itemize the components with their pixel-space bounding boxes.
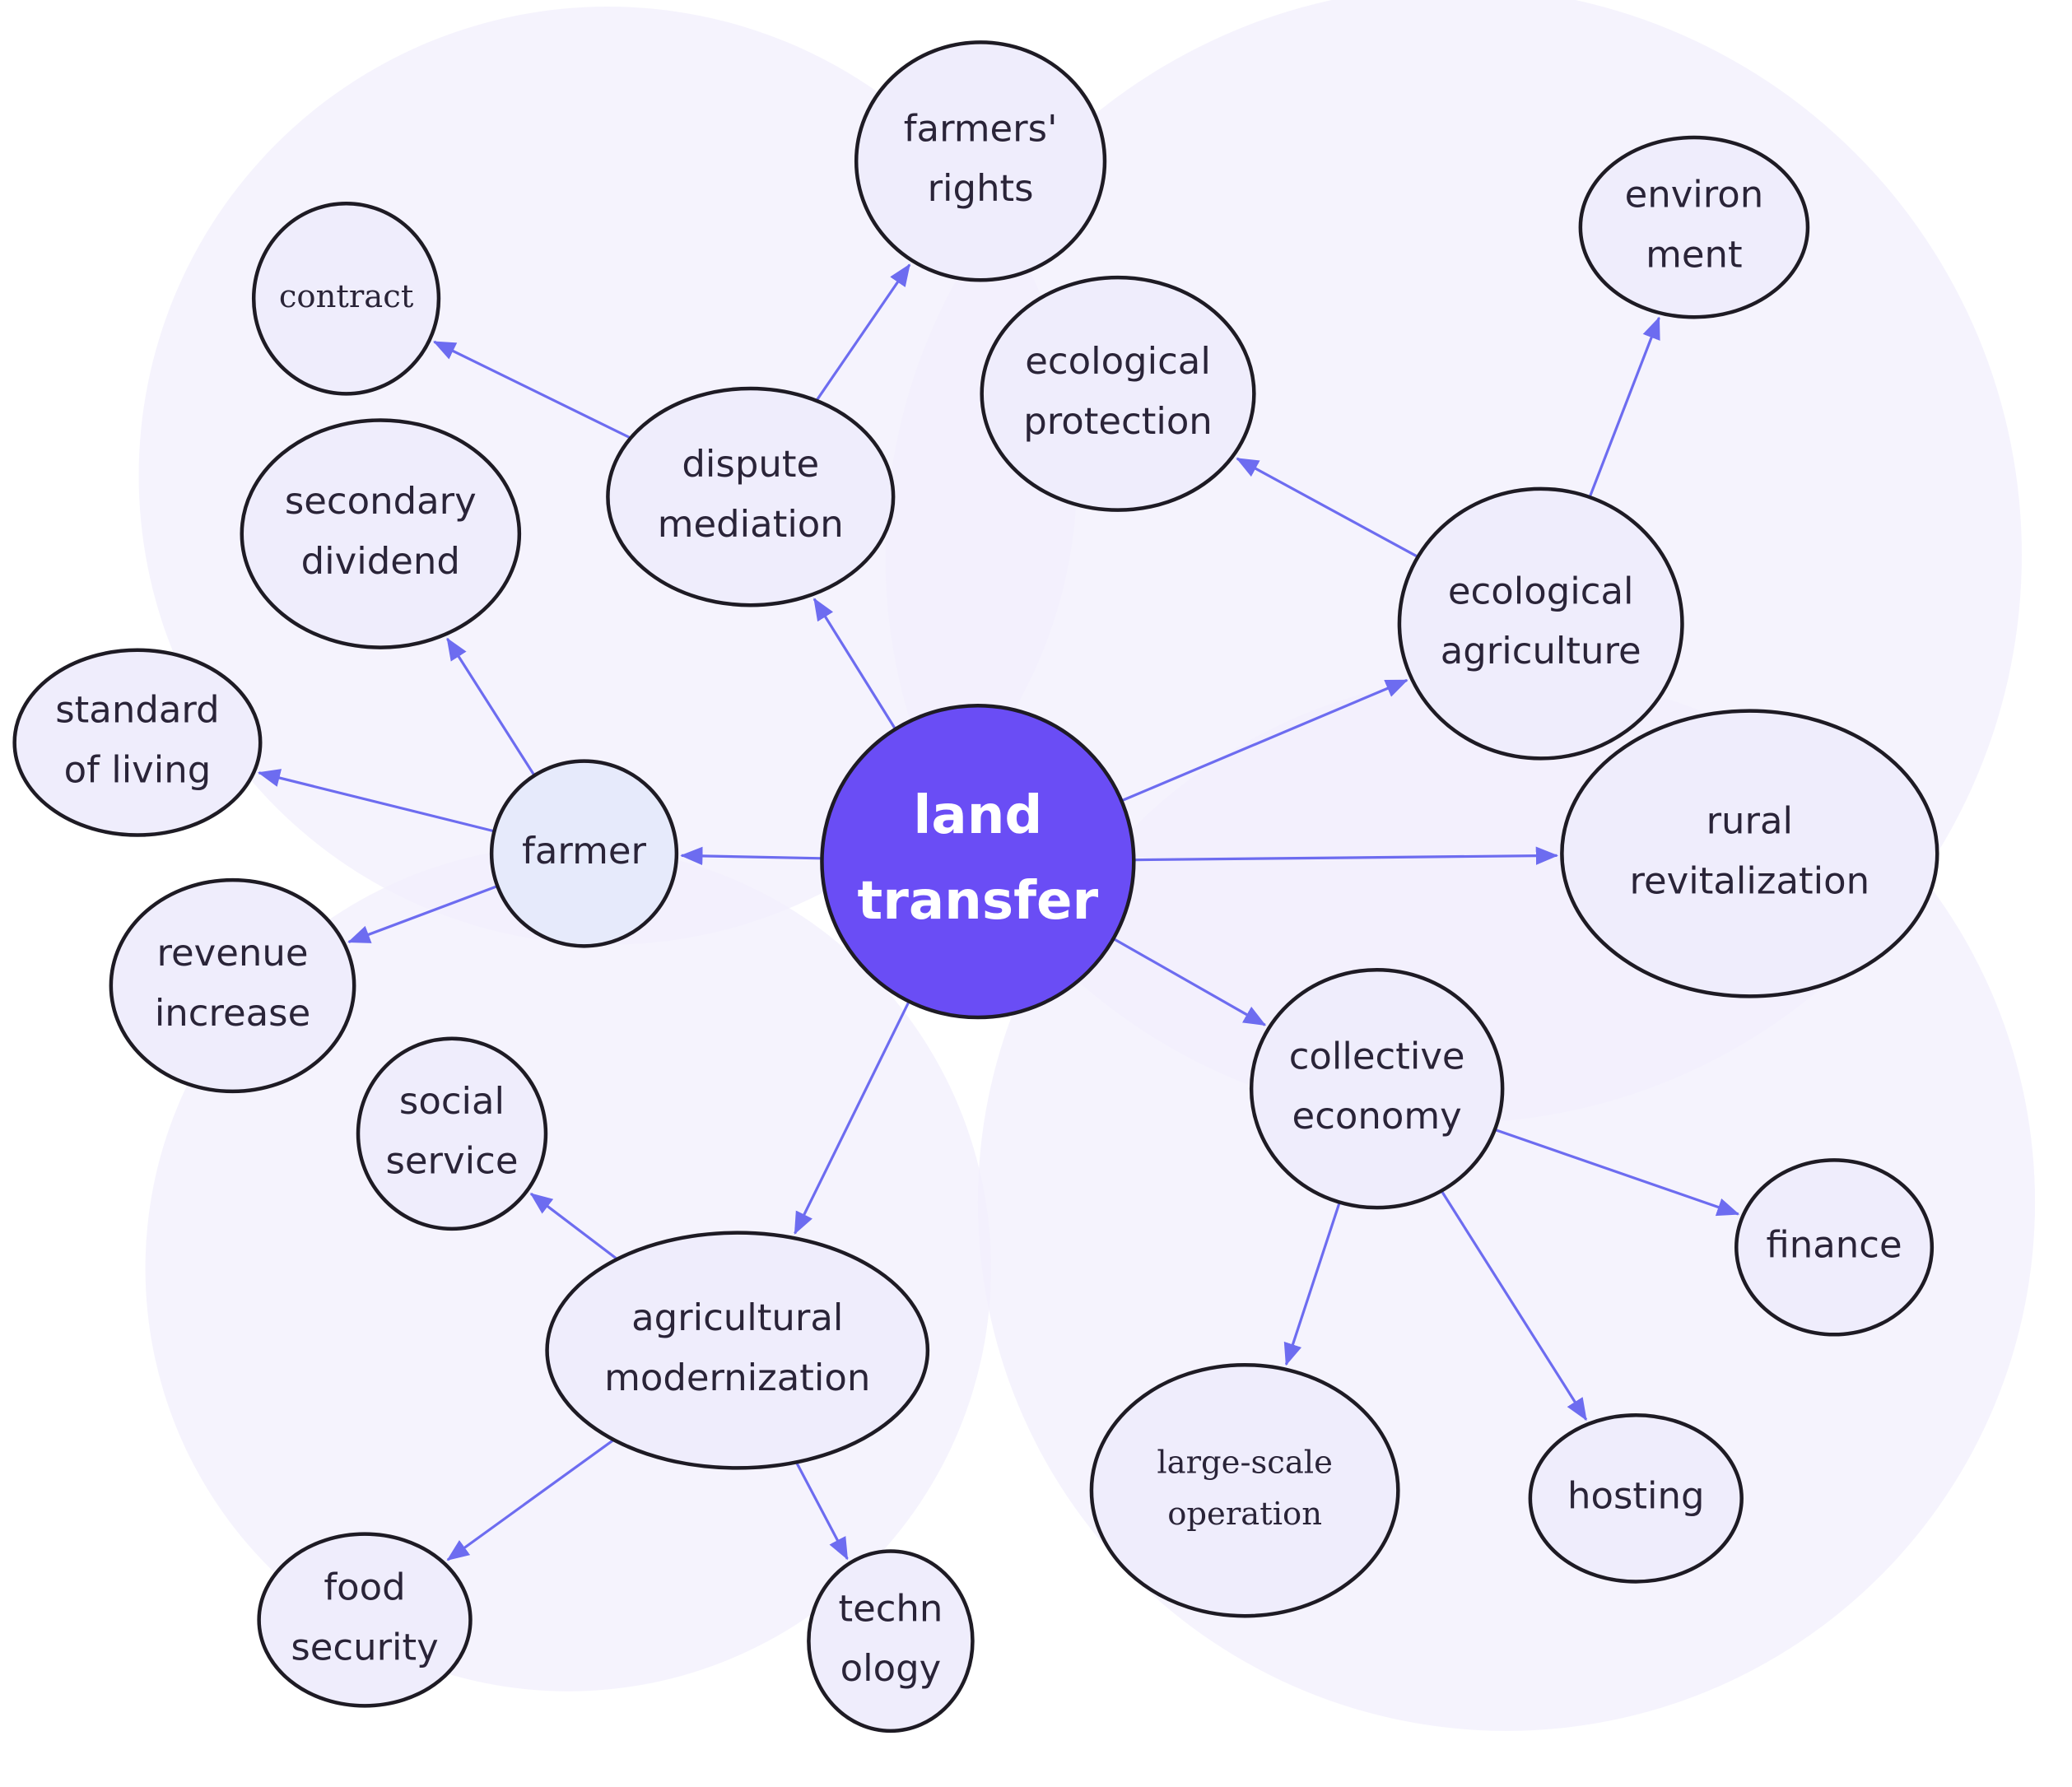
node-ellipse <box>545 1231 930 1470</box>
node-label: security <box>291 1625 438 1668</box>
node-rural-revitalization: rural revitalization <box>1560 709 1939 998</box>
node-label: increase <box>155 991 310 1035</box>
node-ellipse <box>820 703 1136 1020</box>
node-food-security: food security <box>257 1532 473 1708</box>
arrow-collective-economy-to-hosting <box>1440 1189 1588 1422</box>
node-label: secondary <box>285 479 477 523</box>
node-farmer: farmer <box>489 759 679 948</box>
arrow-land-transfer-to-agricultural-modernization <box>794 1000 910 1235</box>
node-hosting: hosting <box>1528 1412 1744 1584</box>
node-agricultural-modernization: agricultural modernization <box>545 1231 930 1470</box>
node-label: collective <box>1289 1034 1465 1077</box>
node-label: ology <box>840 1646 942 1690</box>
node-secondary-dividend: secondary dividend <box>240 418 522 649</box>
node-label: modernization <box>604 1356 870 1399</box>
arrow-land-transfer-to-farmer <box>680 846 822 866</box>
node-ellipse <box>1528 1412 1744 1584</box>
arrow-farmer-to-secondary-dividend <box>446 637 536 777</box>
node-label: social <box>399 1079 505 1123</box>
node-label: ecological <box>1025 339 1211 383</box>
node-label: revitalization <box>1630 859 1870 902</box>
arrow-land-transfer-to-dispute-mediation <box>813 598 897 730</box>
node-label: service <box>386 1139 519 1183</box>
node-ellipse <box>1578 135 1810 319</box>
node-label: agriculture <box>1441 629 1641 672</box>
node-ellipse <box>1249 967 1505 1210</box>
node-label: food <box>324 1566 405 1609</box>
arrow-collective-economy-to-large-scale-operation <box>1283 1202 1341 1366</box>
node-ellipse <box>807 1549 975 1733</box>
node-label: rights <box>928 166 1034 210</box>
node-land-transfer: land transfer <box>820 703 1136 1020</box>
node-ellipse <box>1560 709 1939 998</box>
arrow-agricultural-modernization-to-social-service <box>529 1192 618 1261</box>
arrow-agricultural-modernization-to-technology <box>794 1461 849 1561</box>
node-label: environ <box>1625 173 1764 216</box>
node-label: economy <box>1292 1094 1462 1138</box>
arrow-dispute-mediation-to-farmers-rights <box>815 263 911 402</box>
node-environment: environ ment <box>1578 135 1810 319</box>
node-label: ment <box>1646 233 1743 277</box>
node-ellipse <box>251 201 441 396</box>
node-farmers-rights: farmers' rights <box>854 40 1107 282</box>
arrow-dispute-mediation-to-contract <box>432 340 631 440</box>
concept-nodes: land transfer farmer dispute mediation ecolog… <box>12 40 1939 1733</box>
background-halo <box>145 845 991 1692</box>
node-label: protection <box>1023 399 1213 443</box>
node-label: of living <box>64 748 212 792</box>
node-ellipse <box>257 1532 473 1708</box>
node-ellipse <box>109 877 356 1094</box>
node-label: agricultural <box>631 1296 843 1339</box>
node-dispute-mediation: dispute mediation <box>606 386 896 607</box>
node-label: standard <box>55 688 219 732</box>
arrow-ecological-agriculture-to-environment <box>1588 316 1660 498</box>
arrow-land-transfer-to-rural-revitalization <box>1134 846 1559 865</box>
node-label: operation <box>1167 1496 1322 1533</box>
node-ellipse <box>489 759 679 948</box>
node-label: transfer <box>858 870 1099 932</box>
node-label: dividend <box>301 539 460 583</box>
node-ecological-protection: ecological protection <box>980 275 1256 512</box>
node-contract: contract <box>251 201 441 396</box>
arrow-land-transfer-to-collective-economy <box>1112 937 1267 1026</box>
node-label: hosting <box>1567 1473 1705 1517</box>
node-label: farmers' <box>904 106 1058 150</box>
node-label: mediation <box>658 502 844 546</box>
node-large-scale-operation: large-scale operation <box>1089 1362 1400 1618</box>
node-label: land <box>913 784 1042 846</box>
node-label: ecological <box>1448 569 1634 612</box>
node-collective-economy: collective economy <box>1249 967 1505 1210</box>
arrow-collective-economy-to-finance <box>1494 1128 1740 1217</box>
node-label: large-scale <box>1157 1444 1333 1481</box>
connector-arrows <box>257 263 1740 1561</box>
node-revenue-increase: revenue increase <box>109 877 356 1094</box>
arrow-farmer-to-revenue-increase <box>347 885 498 943</box>
arrow-agricultural-modernization-to-food-security <box>446 1438 615 1561</box>
node-ellipse <box>240 418 522 649</box>
node-technology: techn ology <box>807 1549 975 1733</box>
node-ellipse <box>1734 1158 1935 1337</box>
node-ellipse <box>606 386 896 607</box>
node-ellipse <box>980 275 1256 512</box>
node-label: farmer <box>522 829 646 873</box>
node-label: techn <box>838 1586 943 1630</box>
node-label: rural <box>1706 799 1793 843</box>
node-ellipse <box>356 1036 548 1231</box>
node-ellipse <box>854 40 1107 282</box>
arrow-ecological-agriculture-to-ecological-protection <box>1236 457 1419 558</box>
node-ecological-agriculture: ecological agriculture <box>1397 486 1684 761</box>
node-ellipse <box>12 648 263 837</box>
arrow-farmer-to-standard-of-living <box>257 769 495 833</box>
node-label: revenue <box>157 931 309 975</box>
node-ellipse <box>1089 1362 1400 1618</box>
node-finance: finance <box>1734 1158 1935 1337</box>
arrow-land-transfer-to-ecological-agriculture <box>1120 678 1408 803</box>
node-social-service: social service <box>356 1036 548 1231</box>
node-ellipse <box>1397 486 1684 761</box>
node-label: contract <box>279 278 414 315</box>
node-label: finance <box>1766 1222 1902 1266</box>
node-label: dispute <box>682 442 819 486</box>
node-standard-of-living: standard of living <box>12 648 263 837</box>
